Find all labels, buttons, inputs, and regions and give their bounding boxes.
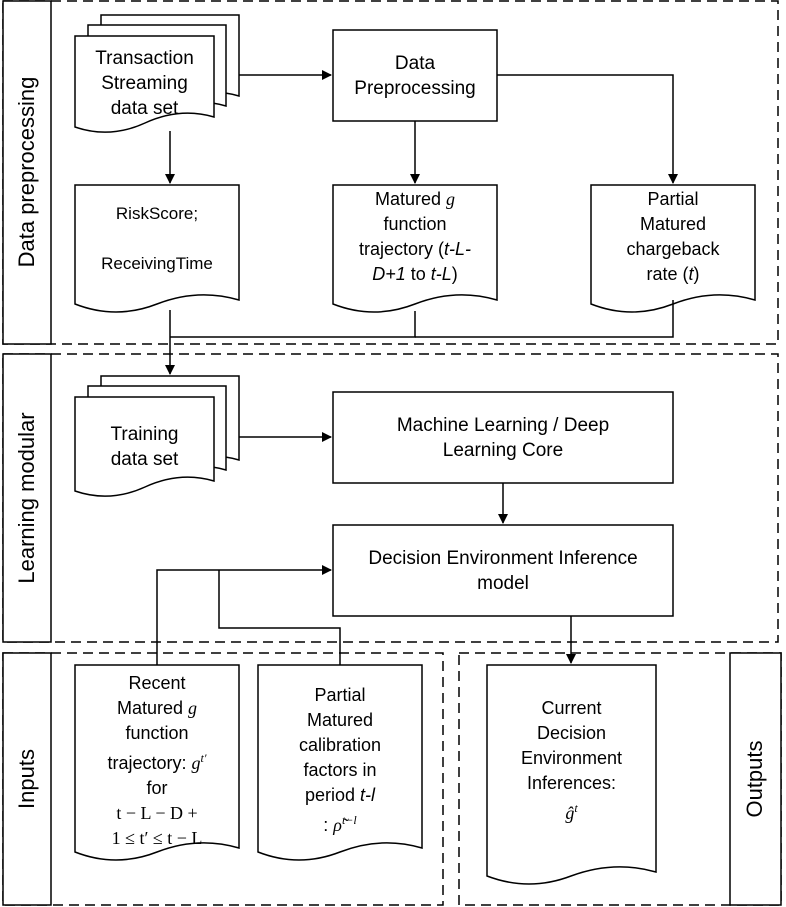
connectors bbox=[156, 70, 678, 665]
current-inferences-line-2: Decision bbox=[536, 723, 607, 743]
line-calibration-to-inference bbox=[218, 570, 341, 665]
partial-chargeback-doc: Partial Matured chargeback rate (t) bbox=[591, 187, 755, 287]
partial-calibration-line-2: Matured bbox=[306, 710, 374, 730]
transaction-line-2: Streaming bbox=[101, 73, 188, 94]
current-inferences-line-3: Environment bbox=[520, 748, 623, 768]
inference-model-line-2: model bbox=[477, 572, 529, 594]
ml-core-line-2: Learning Core bbox=[442, 439, 564, 461]
partial-calibration-line-4: factors in bbox=[303, 760, 377, 780]
transaction-doc-stack bbox=[74, 14, 240, 133]
section-learning-frame bbox=[2, 353, 779, 643]
label-outputs: Outputs bbox=[742, 740, 767, 818]
current-inferences-line-1: Current bbox=[541, 698, 602, 718]
matured-g-line-2: function bbox=[383, 214, 447, 234]
training-dataset: Training data set bbox=[75, 422, 214, 472]
training-line-2: data set bbox=[110, 449, 179, 470]
label-learning-modular: Learning modular bbox=[14, 412, 39, 584]
recent-g-line-3: function bbox=[125, 723, 189, 743]
matured-g-line-3: trajectory (t-L- bbox=[358, 239, 472, 259]
recent-g-line-6: t − L − D + bbox=[116, 803, 198, 823]
partial-chargeback-line-2: Matured bbox=[639, 214, 707, 234]
riskscore-doc: RiskScore; ReceivingTime bbox=[75, 201, 239, 276]
partial-calibration-line-1: Partial bbox=[314, 685, 366, 705]
inference-model-line-1: Decision Environment Inference bbox=[368, 547, 638, 569]
merge-line-matured-g bbox=[170, 311, 416, 338]
matured-g-line-1: Matured g bbox=[374, 189, 456, 209]
partial-calibration-line-3: calibration bbox=[298, 735, 382, 755]
inference-model-box: Decision Environment Inference model bbox=[333, 525, 673, 616]
data-preprocessing-line-2: Preprocessing bbox=[354, 77, 476, 99]
ml-core-box: Machine Learning / Deep Learning Core bbox=[333, 392, 673, 483]
recent-g-line-5: for bbox=[146, 778, 168, 798]
label-inputs: Inputs bbox=[14, 749, 39, 809]
label-box-preprocessing bbox=[2, 0, 52, 345]
recent-g-doc-shape bbox=[74, 664, 240, 861]
data-preprocessing-box-shape bbox=[332, 29, 498, 122]
ml-core-line-1: Machine Learning / Deep bbox=[396, 414, 610, 436]
partial-calibration-line-5: period t-l bbox=[304, 785, 376, 805]
current-inferences-doc: Current Decision Environment Inferences:… bbox=[487, 696, 656, 826]
riskscore-doc-shape bbox=[74, 184, 240, 313]
transaction-line-3: data set bbox=[110, 98, 179, 119]
matured-g-doc-shape bbox=[332, 184, 498, 313]
training-doc-stack bbox=[74, 375, 240, 497]
arrow-preprocessing-to-chargeback bbox=[497, 74, 678, 184]
partial-calibration-line-6: : ρ̃t−l bbox=[323, 813, 357, 835]
partial-calibration-doc: Partial Matured calibration factors in p… bbox=[258, 683, 422, 838]
riskscore-line-3: ReceivingTime bbox=[101, 254, 213, 273]
recent-g-line-2: Matured g bbox=[116, 698, 198, 718]
transaction-line-1: Transaction bbox=[95, 48, 194, 69]
arrow-recent-g-to-inference bbox=[156, 565, 332, 665]
matured-g-doc: Matured g function trajectory (t-L- D+1 … bbox=[333, 187, 497, 287]
label-data-preprocessing: Data preprocessing bbox=[14, 76, 39, 268]
ml-core-box-shape bbox=[332, 391, 674, 484]
recent-g-doc: Recent Matured g function trajectory: gt… bbox=[75, 671, 239, 851]
current-inferences-line-4: Inferences: bbox=[526, 773, 617, 793]
training-line-1: Training bbox=[110, 424, 179, 445]
partial-calibration-doc-shape bbox=[257, 664, 423, 861]
current-inferences-line-5: ĝt bbox=[565, 801, 578, 823]
recent-g-line-4: trajectory: gt′ bbox=[107, 751, 207, 773]
merge-line-chargeback bbox=[415, 300, 674, 338]
matured-g-line-4: D+1 to t-L) bbox=[372, 264, 458, 284]
partial-chargeback-line-1: Partial bbox=[647, 189, 699, 209]
inference-model-box-shape bbox=[332, 524, 674, 617]
riskscore-line-1: RiskScore; bbox=[115, 204, 199, 223]
label-box-outputs bbox=[729, 652, 782, 906]
data-preprocessing-line-1: Data bbox=[394, 52, 436, 74]
partial-chargeback-line-3: chargeback bbox=[626, 239, 720, 259]
current-inferences-doc-shape bbox=[486, 664, 657, 885]
recent-g-line-1: Recent bbox=[128, 673, 186, 693]
label-box-learning bbox=[2, 353, 52, 643]
recent-g-line-7: 1 ≤ t′ ≤ t − L bbox=[111, 828, 203, 848]
transaction-dataset: Transaction Streaming data set bbox=[75, 46, 214, 121]
partial-chargeback-line-4: rate (t) bbox=[646, 264, 700, 284]
label-box-inputs bbox=[2, 652, 52, 906]
data-preprocessing-box: Data Preprocessing bbox=[333, 30, 497, 121]
